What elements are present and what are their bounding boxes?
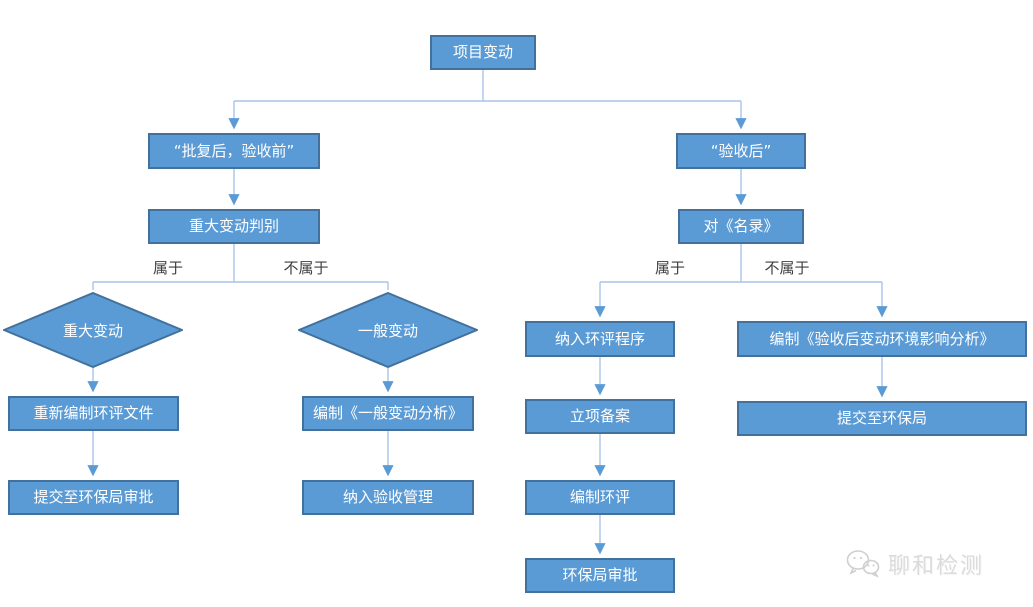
diamond-shape-icon	[298, 292, 478, 368]
label-left-not-belongs: 不属于	[283, 259, 329, 277]
label-right-belongs: 属于	[654, 259, 686, 277]
node-epb-approval: 环保局审批	[525, 558, 675, 593]
node-prepare-general-change-analysis: 编制《一般变动分析》	[302, 396, 474, 431]
decision-major-change: 重大变动	[3, 292, 183, 368]
node-project-change: 项目变动	[430, 35, 536, 70]
node-include-acceptance-management: 纳入验收管理	[302, 480, 474, 515]
watermark-text: 聊和检测	[888, 554, 985, 579]
node-major-change-judgment: 重大变动判别	[148, 209, 320, 244]
decision-general-change: 一般变动	[298, 292, 478, 368]
watermark: 聊和检测	[845, 548, 984, 580]
label-left-belongs: 属于	[152, 259, 184, 277]
wechat-icon	[845, 548, 881, 580]
node-prepare-eia: 编制环评	[525, 480, 675, 515]
node-after-approval-before-acceptance: “批复后，验收前”	[148, 133, 320, 169]
label-right-not-belongs: 不属于	[764, 259, 810, 277]
node-after-acceptance: “验收后”	[676, 133, 806, 169]
diamond-shape-icon	[3, 292, 183, 368]
node-submit-to-epb: 提交至环保局	[737, 401, 1027, 436]
node-check-catalog: 对《名录》	[678, 209, 804, 244]
node-submit-epb-approval: 提交至环保局审批	[8, 480, 179, 515]
node-redo-eia-documents: 重新编制环评文件	[8, 396, 179, 431]
node-project-filing: 立项备案	[525, 399, 675, 434]
node-enter-eia-procedure: 纳入环评程序	[525, 321, 675, 357]
node-prepare-post-acceptance-impact-analysis: 编制《验收后变动环境影响分析》	[737, 321, 1027, 357]
